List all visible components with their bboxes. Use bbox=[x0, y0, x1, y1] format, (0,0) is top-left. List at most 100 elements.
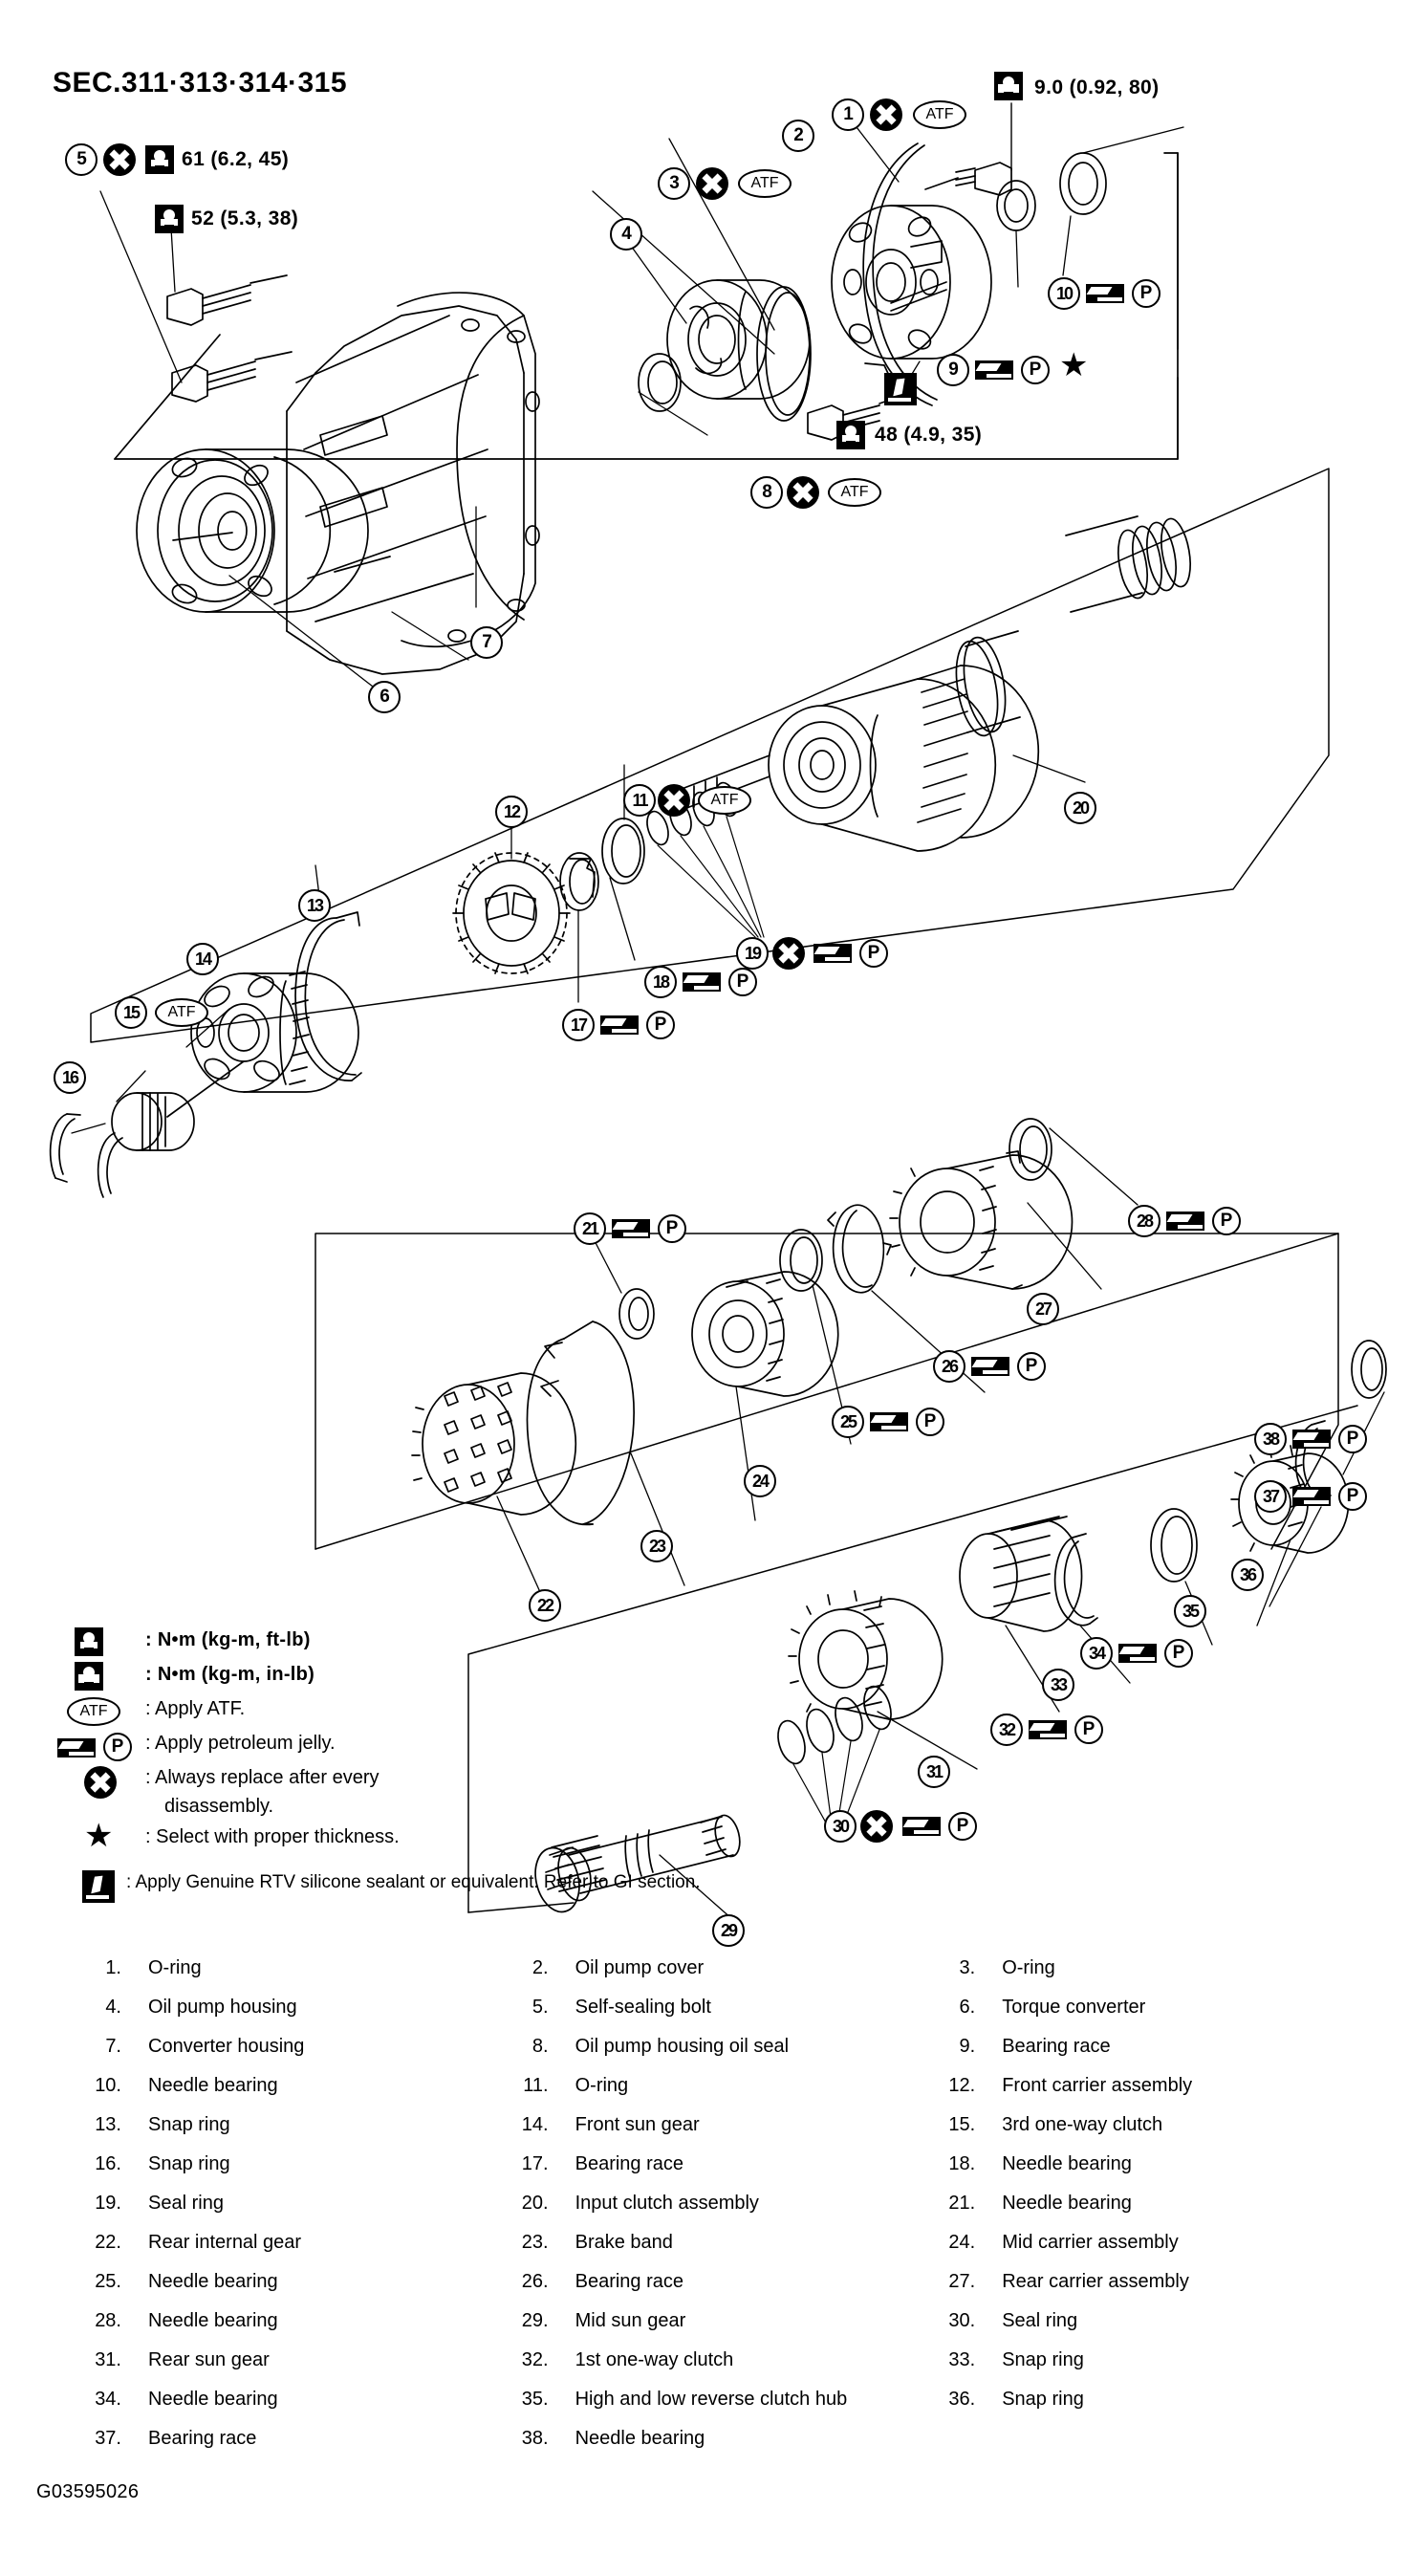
part-number: 34. bbox=[95, 2389, 121, 2410]
parts-cell: 38.Needle bearing bbox=[499, 2426, 926, 2465]
part-number: 20. bbox=[521, 2193, 549, 2214]
parts-cell: 2.Oil pump cover bbox=[499, 1955, 926, 1995]
callout-4[interactable]: 4 bbox=[610, 218, 642, 251]
callout-26[interactable]: 26 bbox=[933, 1350, 965, 1383]
part-name: Seal ring bbox=[1002, 2310, 1078, 2331]
callout-10[interactable]: 10 bbox=[1048, 277, 1080, 310]
parts-cell: 27.Rear carrier assembly bbox=[925, 2269, 1353, 2308]
part-name: O-ring bbox=[148, 1957, 202, 1978]
part-name: Oil pump cover bbox=[575, 1957, 705, 1978]
parts-cell: 29.Mid sun gear bbox=[499, 2308, 926, 2347]
part-name: Torque converter bbox=[1002, 1997, 1146, 2018]
parts-cell: 5.Self-sealing bolt bbox=[499, 1995, 926, 2034]
callout-22[interactable]: 22 bbox=[529, 1589, 561, 1622]
petroleum-jelly-p-icon: P bbox=[646, 1011, 675, 1039]
legend-text: : N•m (kg-m, ft-lb) bbox=[145, 1629, 311, 1650]
callout-20[interactable]: 20 bbox=[1064, 792, 1096, 824]
part-number: 14. bbox=[521, 2114, 549, 2135]
callout-23[interactable]: 23 bbox=[640, 1530, 673, 1562]
callout-33[interactable]: 33 bbox=[1042, 1669, 1074, 1701]
parts-row: 34.Needle bearing 35.High and low revers… bbox=[72, 2387, 1353, 2426]
parts-row: 31.Rear sun gear 32.1st one-way clutch 3… bbox=[72, 2347, 1353, 2387]
callout-25[interactable]: 25 bbox=[832, 1406, 864, 1438]
parts-cell: 15. 3rd one-way clutch bbox=[925, 2112, 1353, 2151]
callout-2[interactable]: 2 bbox=[782, 120, 814, 152]
parts-cell: 19.Seal ring bbox=[72, 2191, 499, 2230]
part-name: 3rd one-way clutch bbox=[1002, 2114, 1163, 2135]
callout-14[interactable]: 14 bbox=[186, 943, 219, 975]
parts-cell: 36.Snap ring bbox=[925, 2387, 1353, 2426]
callout-6[interactable]: 6 bbox=[368, 681, 401, 713]
callout-28[interactable]: 28 bbox=[1128, 1205, 1161, 1237]
callout-1[interactable]: 1 bbox=[832, 98, 864, 131]
replace-x-icon bbox=[870, 98, 902, 131]
parts-cell: 14.Front sun gear bbox=[499, 2112, 926, 2151]
part-number: 5. bbox=[531, 1997, 549, 2018]
callout-19[interactable]: 19 bbox=[736, 937, 769, 970]
part-name: Seal ring bbox=[148, 2193, 224, 2214]
part-name: O-ring bbox=[575, 2075, 629, 2096]
callout-17[interactable]: 17 bbox=[562, 1009, 595, 1041]
part-number: 10. bbox=[95, 2075, 121, 2096]
callout-37[interactable]: 37 bbox=[1254, 1480, 1287, 1513]
callout-12[interactable]: 12 bbox=[495, 796, 528, 828]
legend-text: : N•m (kg-m, in-lb) bbox=[145, 1664, 315, 1685]
petroleum-jelly-p-icon: P bbox=[916, 1408, 944, 1436]
rtv-sealant-icon bbox=[884, 373, 917, 405]
part-name: Bearing race bbox=[148, 2428, 257, 2449]
star-icon: ★ bbox=[1059, 347, 1089, 383]
parts-row: 22.Rear internal gear 23.Brake band 24.M… bbox=[72, 2230, 1353, 2269]
parts-cell: 28.Needle bearing bbox=[72, 2308, 499, 2347]
callout-21[interactable]: 21 bbox=[574, 1212, 606, 1245]
part-name: Bearing race bbox=[1002, 2036, 1111, 2057]
part-number: 9. bbox=[959, 2036, 976, 2057]
callout-24[interactable]: 24 bbox=[744, 1465, 776, 1497]
callout-16[interactable]: 16 bbox=[54, 1061, 86, 1094]
part-number: 28. bbox=[95, 2310, 121, 2331]
parts-cell: 37.Bearing race bbox=[72, 2426, 499, 2465]
callout-5[interactable]: 5 bbox=[65, 143, 98, 176]
petroleum-jelly-p-icon: P bbox=[728, 968, 757, 996]
wrench-inlb-icon bbox=[75, 1662, 103, 1691]
callout-13[interactable]: 13 bbox=[298, 889, 331, 922]
jelly-icon bbox=[1292, 1487, 1331, 1506]
callout-9[interactable]: 9 bbox=[937, 354, 969, 386]
callout-15[interactable]: 15 bbox=[115, 996, 147, 1029]
parts-cell: 4.Oil pump housing bbox=[72, 1995, 499, 2034]
jelly-icon bbox=[971, 1357, 1009, 1376]
part-number: 32. bbox=[521, 2349, 549, 2370]
callout-30[interactable]: 30 bbox=[824, 1810, 857, 1843]
replace-x-icon bbox=[696, 167, 728, 200]
callout-32[interactable]: 32 bbox=[990, 1714, 1023, 1746]
callout-8[interactable]: 8 bbox=[750, 476, 783, 509]
atf-oval-icon: ATF bbox=[738, 169, 792, 198]
callout-18[interactable]: 18 bbox=[644, 966, 677, 998]
callout-27[interactable]: 27 bbox=[1027, 1293, 1059, 1325]
callout-3[interactable]: 3 bbox=[658, 167, 690, 200]
callout-34[interactable]: 34 bbox=[1080, 1637, 1113, 1670]
legend-row-ftlb: : N•m (kg-m, ft-lb) bbox=[67, 1626, 564, 1660]
jelly-icon bbox=[975, 360, 1013, 380]
parts-cell: 21.Needle bearing bbox=[925, 2191, 1353, 2230]
callout-36[interactable]: 36 bbox=[1231, 1559, 1264, 1591]
jelly-icon bbox=[600, 1015, 639, 1035]
part-name: Needle bearing bbox=[148, 2389, 278, 2410]
callout-38[interactable]: 38 bbox=[1254, 1423, 1287, 1455]
petroleum-jelly-p-icon: P bbox=[948, 1812, 977, 1841]
petroleum-jelly-p-icon: P bbox=[1074, 1715, 1103, 1744]
part-name: Rear carrier assembly bbox=[1002, 2271, 1189, 2292]
parts-cell: 26.Bearing race bbox=[499, 2269, 926, 2308]
legend-text-line2: disassembly. bbox=[164, 1796, 274, 1817]
part-number: 17. bbox=[521, 2153, 549, 2174]
part-number: 15. bbox=[948, 2114, 976, 2135]
jelly-icon bbox=[1166, 1212, 1204, 1231]
callout-7[interactable]: 7 bbox=[470, 626, 503, 659]
part-number: 7. bbox=[105, 2036, 121, 2057]
jelly-icon bbox=[683, 972, 721, 992]
callout-29[interactable]: 29 bbox=[712, 1914, 745, 1947]
callout-31[interactable]: 31 bbox=[918, 1756, 950, 1788]
parts-cell bbox=[925, 2426, 1353, 2465]
callout-11[interactable]: 11 bbox=[623, 784, 656, 817]
callout-35[interactable]: 35 bbox=[1174, 1595, 1206, 1627]
parts-list: 1.O-ring 2.Oil pump cover 3.O-ring 4.Oil… bbox=[72, 1955, 1353, 2465]
